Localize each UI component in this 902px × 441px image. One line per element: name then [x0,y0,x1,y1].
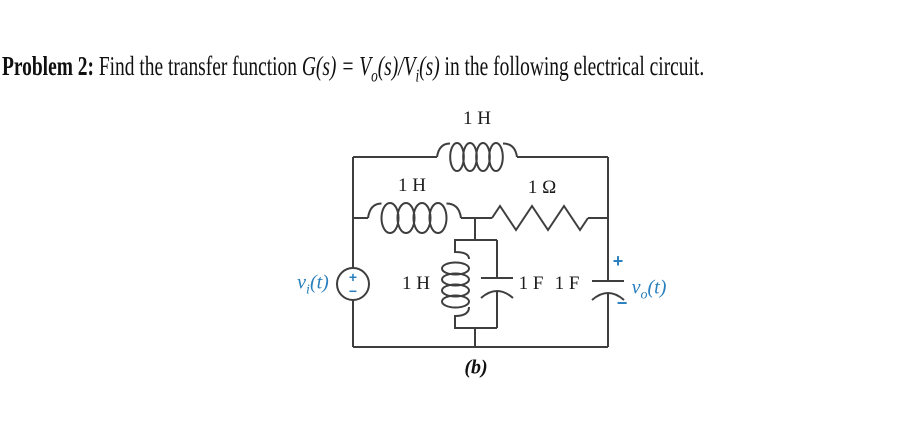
voltage-source-symbol [336,267,370,301]
math-subscript-o: o [371,65,378,86]
capacitor-output-label: 1 F [554,273,580,294]
title-text-before: Find the transfer function [93,51,302,81]
output-voltage-argument: (t) [647,276,667,299]
source-minus-sign: − [348,283,358,299]
math-suffix: (s) [419,51,440,81]
output-plus-sign: + [612,251,624,271]
problem-statement: Problem 2: Find the transfer function G(… [2,50,705,85]
input-voltage-argument: (t) [309,271,329,294]
output-minus-sign: − [616,293,628,313]
output-voltage-subscript: o [640,287,648,303]
inductor-symbol-shunt [441,240,470,328]
resistor-label: 1 Ω [527,177,557,198]
source-plus-sign: + [348,269,358,285]
output-voltage-label: vo(t) [631,276,667,303]
problem-number: Problem 2: [2,51,94,81]
title-text-after: in the following electrical circuit. [439,51,705,81]
inductor-symbol-mid [367,202,462,234]
transfer-function-expression: G(s) = Vo(s)/Vi(s) [301,51,440,85]
math-subscript-i: i [415,65,420,86]
math-g-of-s: G(s) = V [301,51,372,81]
input-voltage-subscript: i [306,282,310,298]
inductor-top-label: 1 H [463,108,491,129]
inductor-shunt-label: 1 H [402,273,430,294]
inductor-mid-label: 1 H [398,175,426,196]
output-voltage-symbol: v [631,276,641,299]
math-mid: (s)/V [377,51,416,81]
input-voltage-label: vi(t) [297,271,329,298]
capacitor-symbol-shunt [480,240,514,328]
capacitor-symbol-output [591,280,625,301]
resistor-symbol [491,204,589,232]
input-voltage-symbol: v [297,271,307,294]
capacitor-shunt-label: 1 F [518,273,544,294]
figure-caption: (b) [464,356,488,379]
circuit-wires [352,156,609,348]
inductor-symbol-top [436,142,518,172]
